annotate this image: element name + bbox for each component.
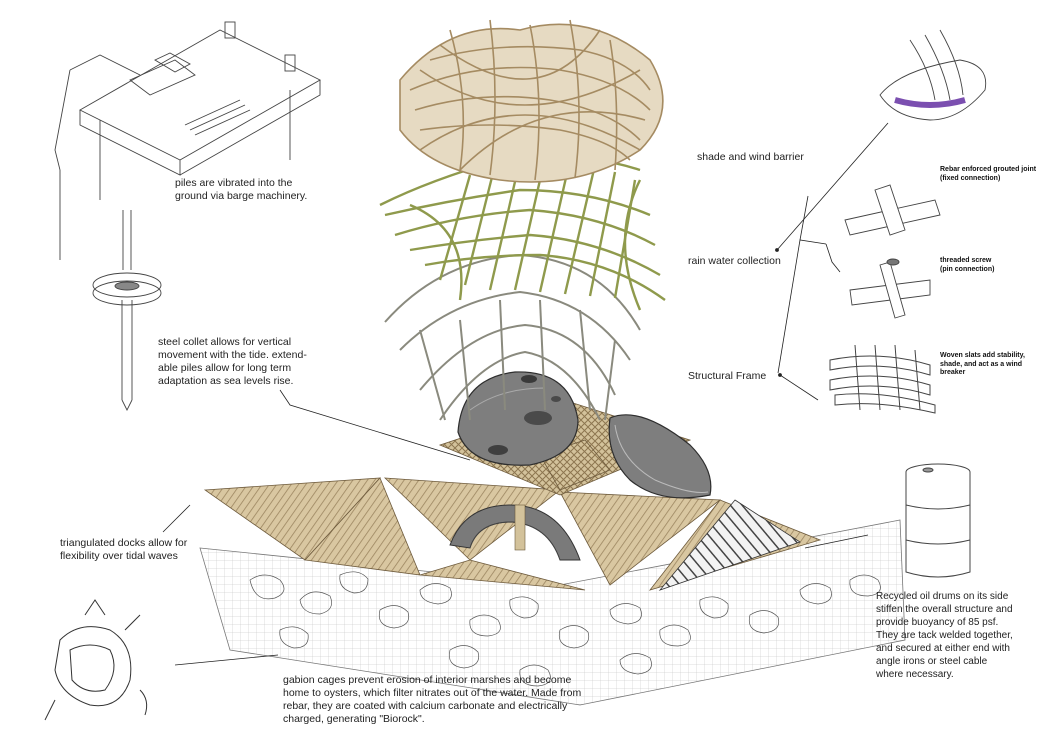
gabion-annotation: gabion cages prevent erosion of interior… <box>283 674 581 726</box>
docks-annotation: triangulated docks allow for flexibility… <box>60 537 187 563</box>
frame-annotation: Structural Frame <box>688 370 766 383</box>
threaded-screw-detail <box>850 259 930 318</box>
shade-canopy <box>400 20 663 182</box>
oil-drum-illustration <box>906 464 970 577</box>
pile-collet-illustration <box>93 210 161 410</box>
rebar-joint-annotation: Rebar enforced grouted joint (fixed conn… <box>940 166 1036 183</box>
threaded-screw-annotation: threaded screw (pin connection) <box>940 257 994 274</box>
oyster-illustration <box>45 600 147 720</box>
rain-annotation: rain water collection <box>688 255 781 268</box>
dome-shell <box>458 372 578 465</box>
piles-annotation: piles are vibrated into the ground via b… <box>175 177 307 203</box>
half-shell <box>609 415 711 498</box>
rain-collection-detail <box>880 30 986 120</box>
rebar-joint-detail <box>845 185 940 235</box>
collet-annotation: steel collet allows for vertical movemen… <box>158 336 307 388</box>
woven-slats-annotation: Woven slats add stability, shade, and ac… <box>940 352 1025 378</box>
drums-annotation: Recycled oil drums on its side stiffen t… <box>876 590 1013 681</box>
shade-annotation: shade and wind barrier <box>697 151 804 164</box>
woven-slats-detail <box>830 345 935 413</box>
barge-illustration <box>55 22 320 260</box>
